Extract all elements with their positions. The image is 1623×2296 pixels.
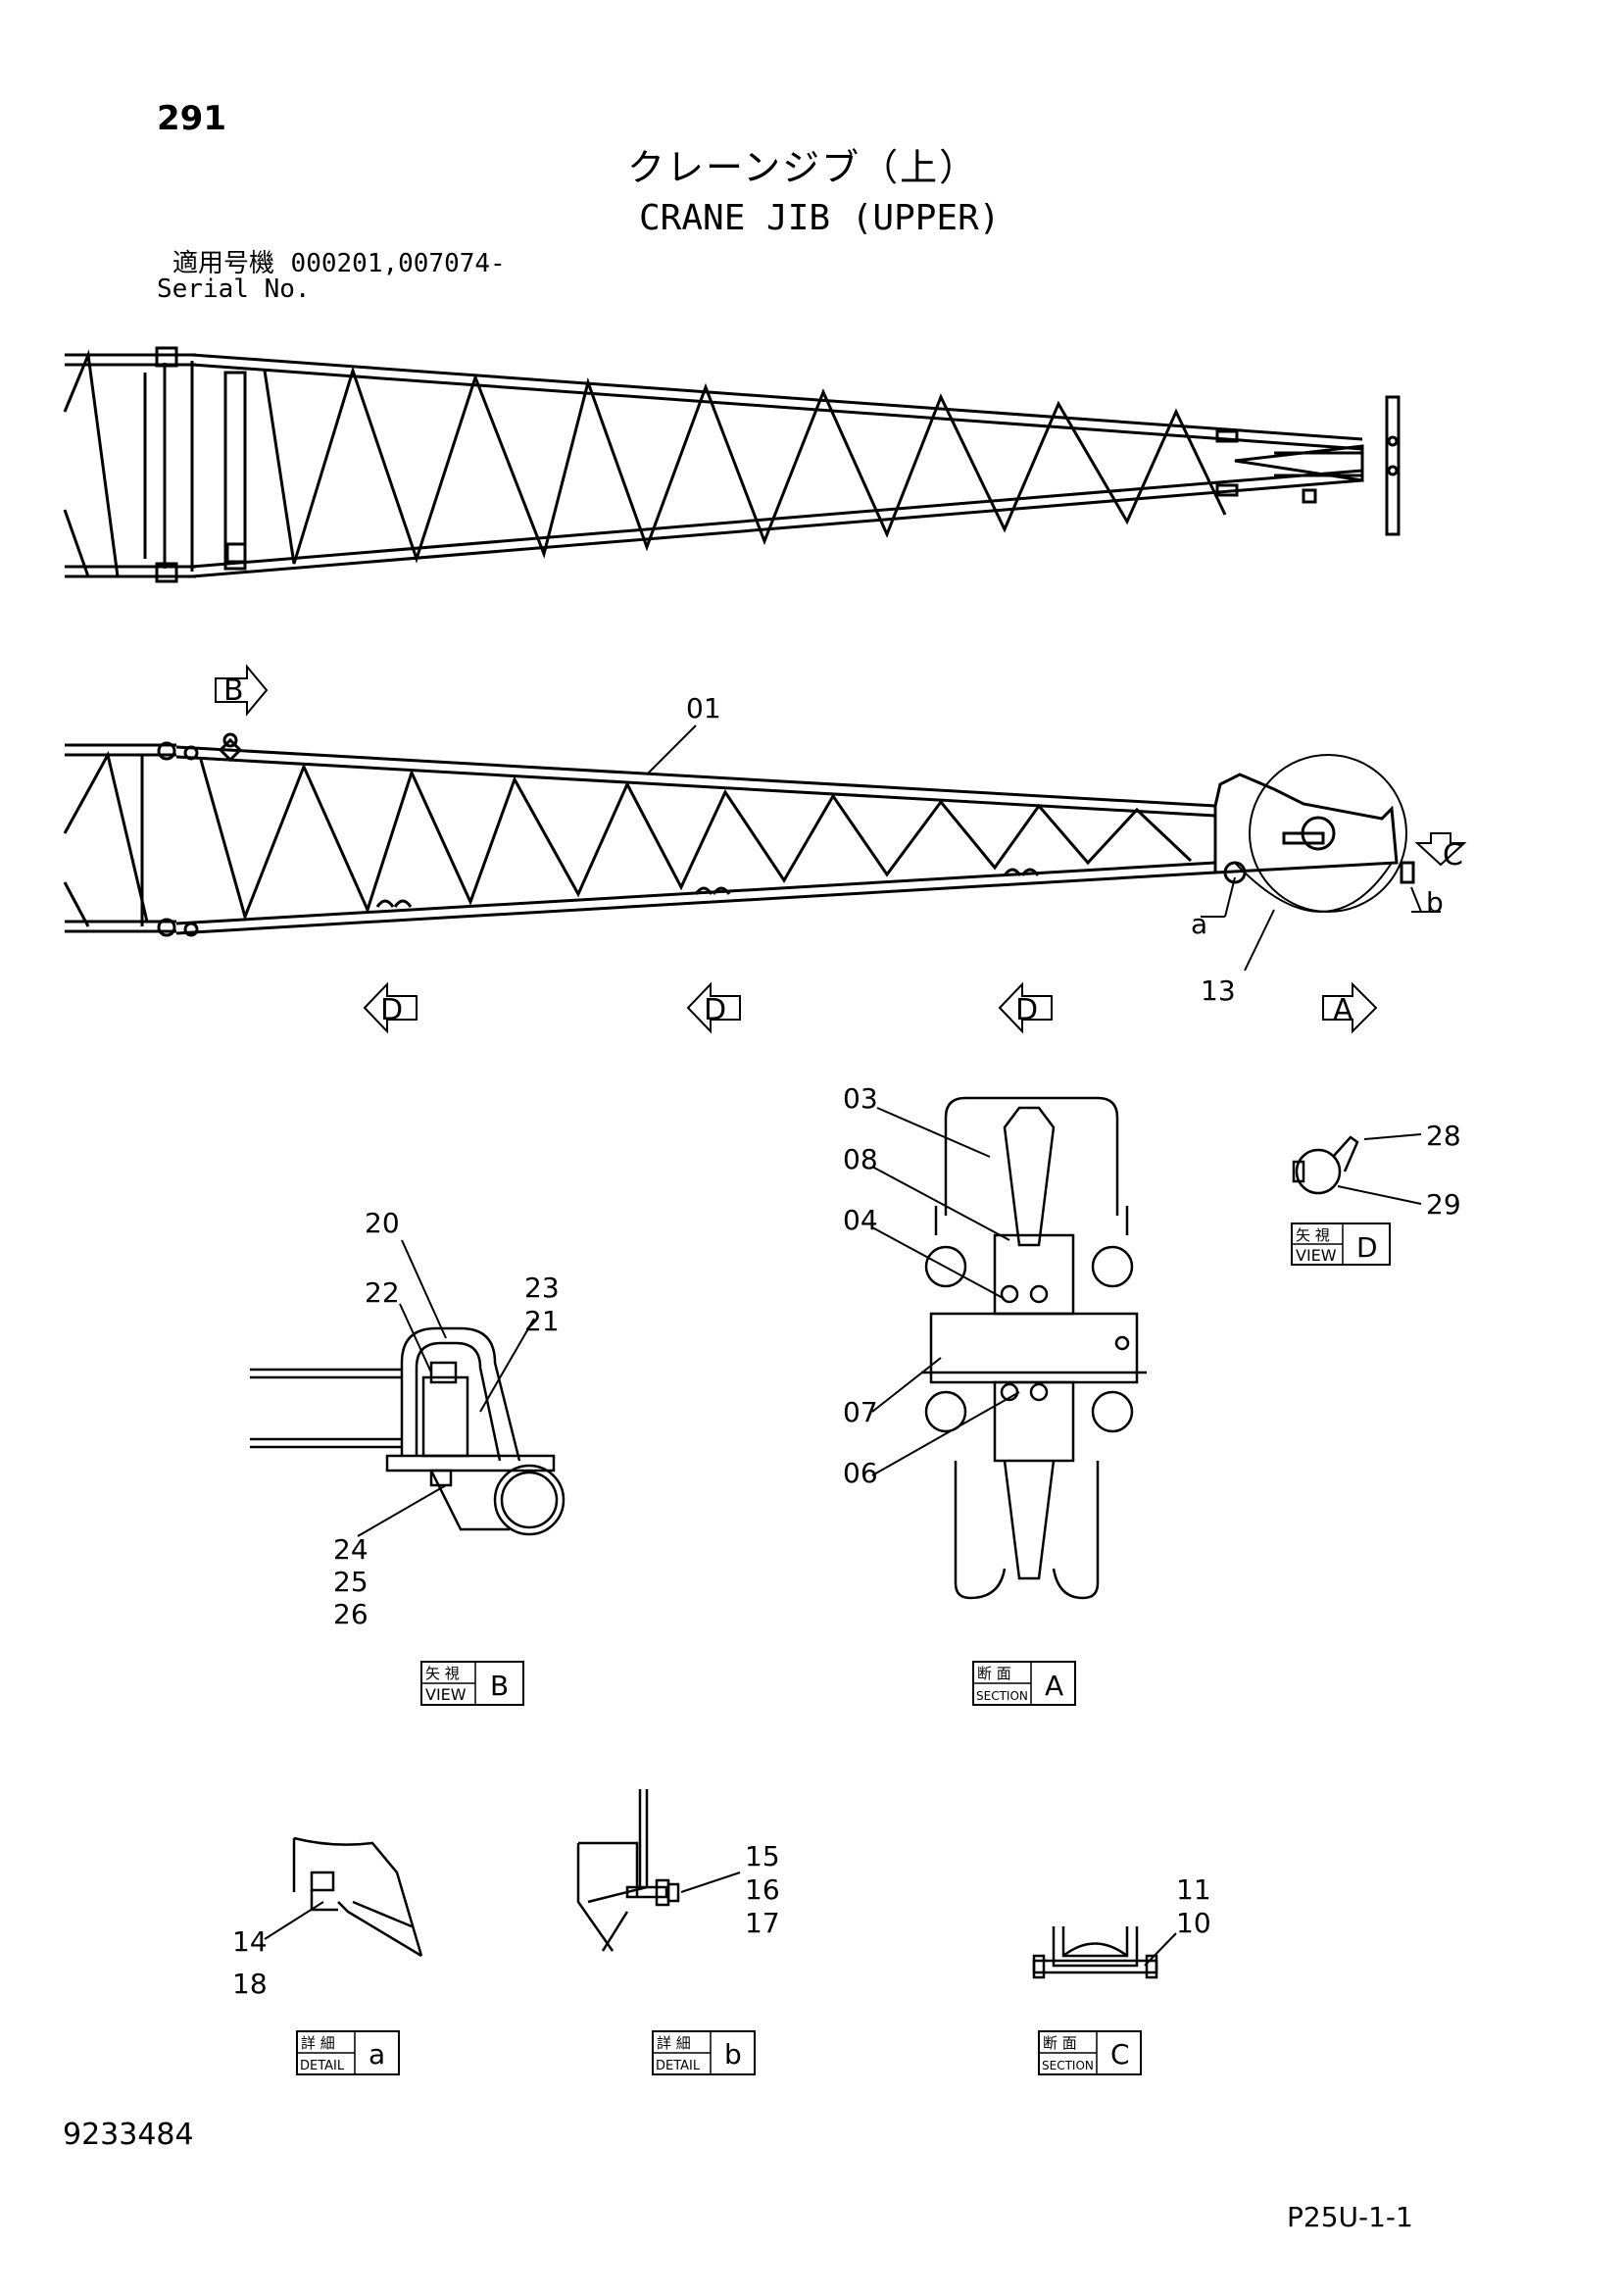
label-section-c-jp: 断 面 — [1043, 2034, 1077, 2052]
arrow-label-d3: D — [1015, 993, 1038, 1027]
label-section-c: 断 面 SECTION C — [1038, 2030, 1142, 2075]
view-arrow-a — [1322, 981, 1378, 1034]
view-d-leaders — [1337, 1133, 1422, 1205]
callout-21: 21 — [524, 1305, 560, 1337]
serial-label-japanese: 適用号機 — [172, 249, 275, 278]
label-detail-b-letter: b — [724, 2038, 742, 2071]
label-view-d-en: VIEW — [1296, 1246, 1337, 1265]
label-view-d-letter: D — [1356, 1231, 1378, 1264]
label-view-d-jp: 矢 視 — [1296, 1226, 1330, 1244]
callout-11: 11 — [1176, 1873, 1211, 1906]
serial-value: 000201,007074- — [290, 249, 506, 278]
callout-04: 04 — [843, 1204, 878, 1236]
label-view-b-en: VIEW — [425, 1685, 467, 1704]
jib-side-view — [63, 732, 1415, 937]
label-section-a-en: SECTION — [976, 1689, 1028, 1703]
label-view-b-jp: 矢 視 — [425, 1665, 460, 1682]
callout-03: 03 — [843, 1082, 878, 1115]
callout-07: 07 — [843, 1396, 878, 1428]
view-arrow-b — [215, 664, 269, 717]
callout-b: b — [1426, 886, 1444, 919]
view-arrows — [215, 664, 1467, 1034]
page-number: 291 — [157, 99, 226, 138]
label-detail-a-letter: a — [369, 2038, 385, 2071]
sheet-reference: P25U-1-1 — [1287, 2201, 1413, 2233]
view-arrow-d3 — [998, 981, 1053, 1034]
view-arrow-d1 — [363, 981, 418, 1034]
callout-17: 17 — [745, 1907, 780, 1939]
detail-b-drawing — [576, 1789, 680, 1952]
label-view-b: 矢 視 VIEW B — [420, 1661, 524, 1706]
arrow-label-d1: D — [380, 993, 403, 1027]
callout-22: 22 — [365, 1276, 400, 1309]
label-view-b-letter: B — [490, 1670, 509, 1702]
callout-08: 08 — [843, 1143, 878, 1175]
serial-number-line: 適用号機 000201,007074- — [172, 251, 506, 276]
label-detail-a-jp: 詳 細 — [301, 2034, 335, 2052]
side-view-leaders — [646, 724, 1441, 972]
arrow-label-b: B — [223, 674, 244, 708]
callout-10: 10 — [1176, 1907, 1211, 1939]
callout-23: 23 — [524, 1272, 560, 1304]
callout-13: 13 — [1201, 974, 1236, 1007]
view-d-drawing — [1292, 1135, 1359, 1195]
label-section-a-jp: 断 面 — [977, 1665, 1011, 1682]
label-section-a-letter: A — [1045, 1670, 1063, 1702]
label-detail-b-en: DETAIL — [656, 2059, 701, 2073]
view-b-leaders — [357, 1239, 535, 1537]
arrow-label-d2: D — [704, 993, 726, 1027]
callout-25: 25 — [333, 1566, 369, 1598]
label-section-c-en: SECTION — [1042, 2059, 1094, 2072]
label-detail-a-en: DETAIL — [300, 2059, 345, 2073]
detail-a-drawing — [292, 1836, 423, 1958]
callout-29: 29 — [1426, 1188, 1461, 1221]
callout-06: 06 — [843, 1457, 878, 1489]
arrow-label-a: A — [1333, 993, 1353, 1027]
label-section-c-letter: C — [1110, 2038, 1130, 2071]
view-arrow-d2 — [686, 981, 741, 1034]
section-a-leaders — [871, 1107, 1020, 1476]
callout-14: 14 — [232, 1925, 268, 1958]
callout-16: 16 — [745, 1873, 780, 1906]
detail-b-leader — [680, 1872, 741, 1893]
callout-18: 18 — [232, 1968, 268, 2000]
section-c-drawing — [1032, 1926, 1158, 1979]
callout-24: 24 — [333, 1533, 369, 1566]
section-a-drawing — [921, 1096, 1147, 1600]
view-arrow-c — [1414, 832, 1467, 867]
label-section-a: 断 面 SECTION A — [972, 1661, 1076, 1706]
label-detail-a: 詳 細 DETAIL a — [296, 2030, 400, 2075]
callout-01: 01 — [686, 692, 721, 724]
callout-20: 20 — [365, 1207, 400, 1239]
callout-28: 28 — [1426, 1120, 1461, 1152]
label-detail-b: 詳 細 DETAIL b — [652, 2030, 756, 2075]
label-view-d: 矢 視 VIEW D — [1291, 1223, 1391, 1266]
document-number: 9233484 — [63, 2118, 194, 2152]
label-detail-b-jp: 詳 細 — [657, 2034, 691, 2052]
title-japanese: クレーンジブ（上） — [627, 146, 979, 189]
view-b-drawing — [250, 1326, 566, 1536]
callout-a: a — [1191, 908, 1207, 940]
section-c-leader — [1144, 1932, 1177, 1967]
detail-a-leader — [264, 1901, 324, 1940]
jib-top-view — [63, 346, 1401, 583]
arrow-label-c: C — [1443, 838, 1463, 873]
callout-15: 15 — [745, 1840, 780, 1872]
callout-26: 26 — [333, 1598, 369, 1630]
title-english: CRANE JIB (UPPER) — [639, 198, 1001, 238]
serial-label-english: Serial No. — [157, 275, 311, 304]
